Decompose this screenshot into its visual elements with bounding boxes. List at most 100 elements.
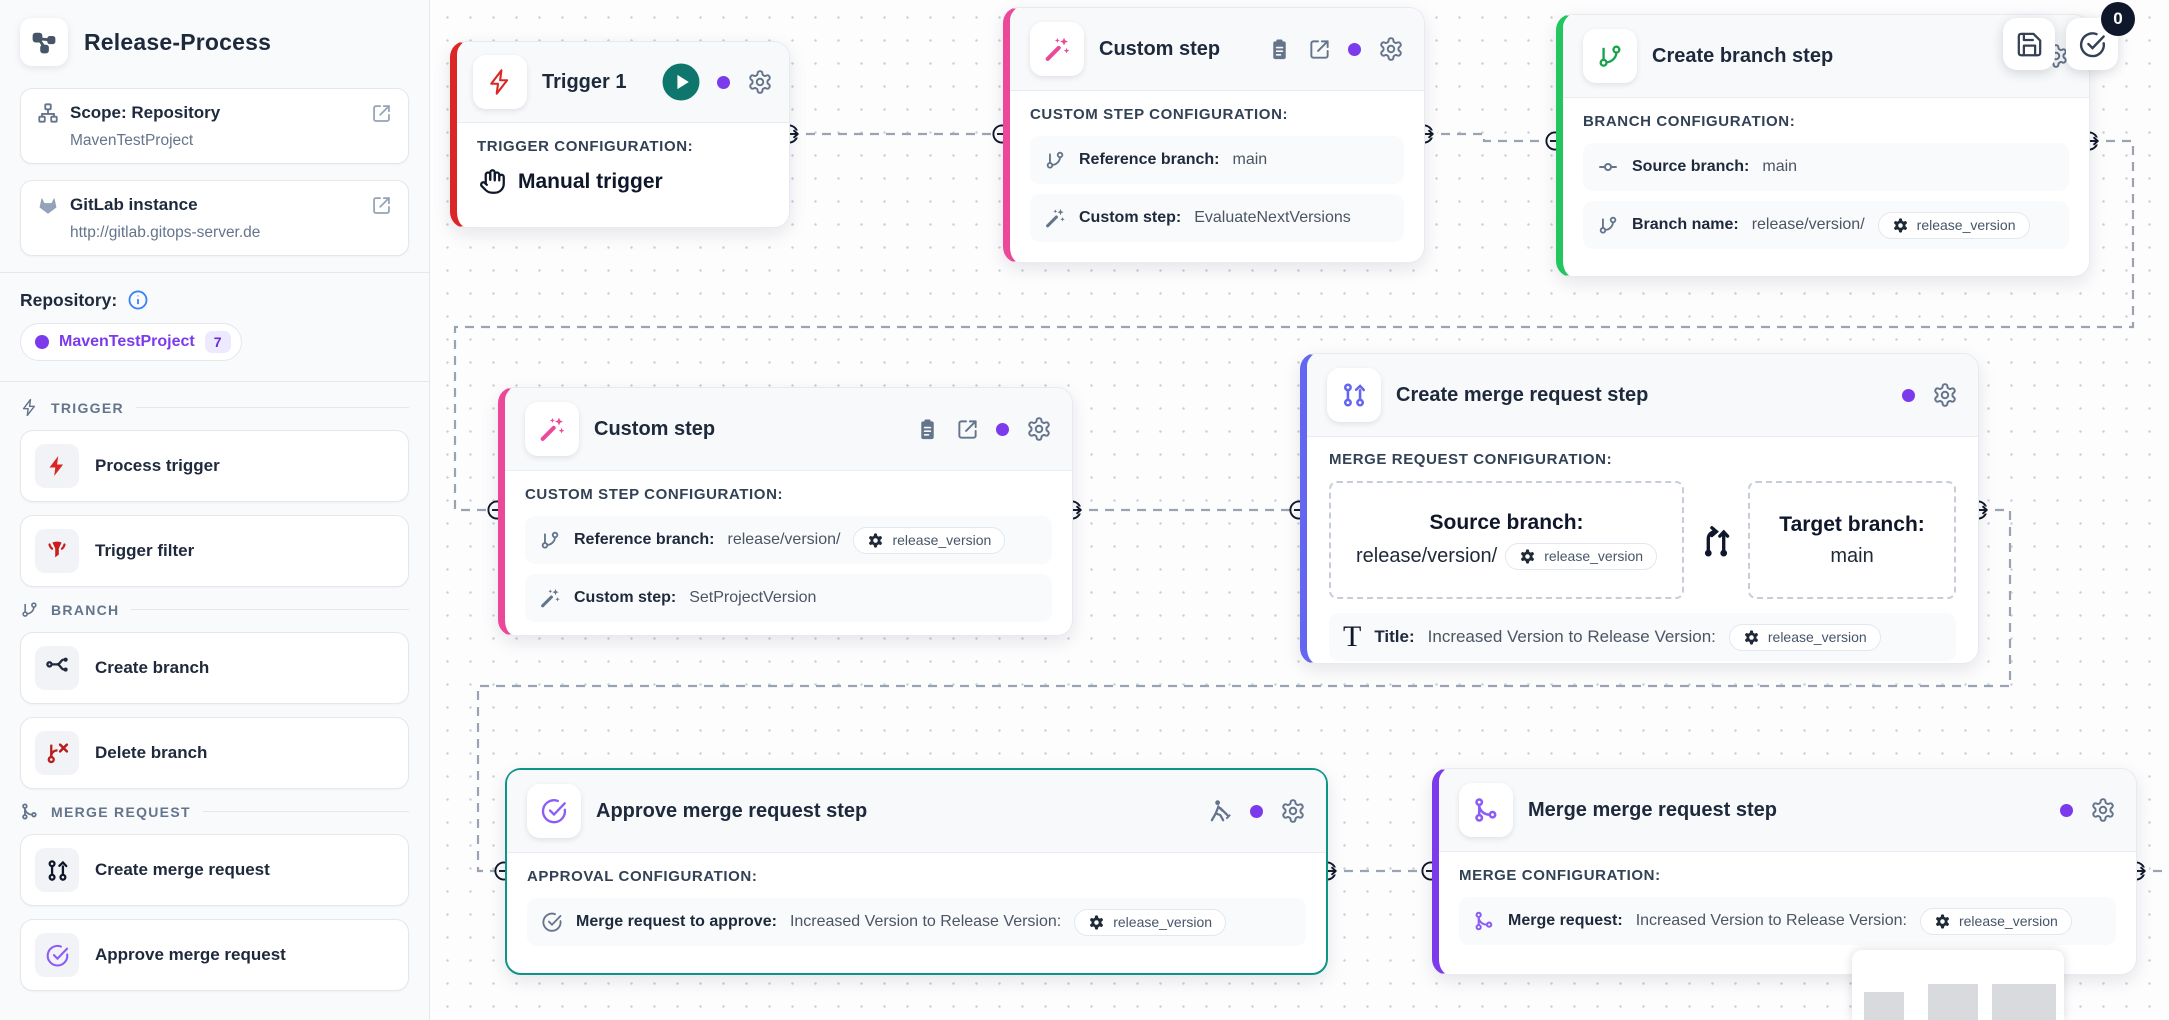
node-create-branch-step[interactable]: Create branch step BRANCH CONFIGURATION:… [1556, 14, 2090, 277]
section-line [131, 609, 409, 610]
minimap-node [1992, 984, 2056, 1020]
node-title: Merge merge request step [1528, 798, 1777, 821]
process-logo [20, 18, 68, 66]
row-value: release/version/ [727, 531, 841, 548]
source-branch-box: Source branch: release/version/ release_… [1329, 481, 1685, 599]
page-title: Release-Process [84, 28, 272, 55]
variable-chip-label: release_version [1916, 217, 2016, 233]
node-merge-merge-request-step[interactable]: Merge merge request step MERGE CONFIGURA… [1432, 768, 2137, 975]
section-label: TRIGGER [51, 399, 124, 416]
workflow-icon [31, 29, 57, 55]
node-custom-step-2[interactable]: Custom step CUSTOM STEP CONFIGURATION: R… [498, 387, 1073, 636]
zap-icon [486, 68, 514, 96]
row-label: Merge request to approve: [576, 913, 777, 930]
section-trigger: TRIGGER [20, 398, 409, 417]
sidebar-item-create-merge-request[interactable]: Create merge request [20, 834, 409, 906]
node-custom-step-1[interactable]: Custom step CUSTOM STEP CONFIGURATION: R… [1003, 7, 1425, 263]
row-value: Increased Version to Release Version: [789, 913, 1062, 930]
config-section-label: TRIGGER CONFIGURATION: [477, 138, 694, 155]
config-row-branch-name: Branch name: release/version/ release_ve… [1583, 201, 2069, 249]
sidebar-item-delete-branch[interactable]: Delete branch [20, 717, 409, 789]
logs-icon[interactable] [1268, 38, 1291, 61]
sidebar-item-process-trigger[interactable]: Process trigger [20, 430, 409, 502]
node-create-merge-request-step[interactable]: Create merge request step MERGE REQUEST … [1300, 353, 1979, 664]
edges-layer [453, 132, 2169, 873]
minimap-node [1864, 992, 1904, 1020]
row-label: Reference branch: [574, 531, 715, 548]
sidebar-item-trigger-filter[interactable]: Trigger filter [20, 515, 409, 587]
run-trigger-button[interactable] [662, 63, 700, 101]
divider [0, 381, 429, 382]
section-label: MERGE REQUEST [51, 803, 191, 820]
target-branch-box: Target branch: main [1748, 481, 1956, 599]
wand-icon [1043, 35, 1071, 63]
gear-icon[interactable] [1026, 416, 1052, 442]
gitlab-icon [37, 194, 59, 216]
create-branch-icon-card [1583, 29, 1637, 83]
gear-icon[interactable] [1378, 36, 1404, 62]
check-circle-icon [541, 911, 563, 933]
branch-icon [539, 529, 561, 551]
config-row-merge-request-to-approve: Merge request to approve: Increased Vers… [527, 898, 1306, 946]
gear-icon[interactable] [2090, 797, 2116, 823]
source-branch-label: Source branch: [1429, 510, 1584, 534]
filter-icon [35, 529, 79, 573]
config-row-reference-branch: Reference branch: main [1030, 136, 1404, 184]
sidebar-item-approve-merge-request[interactable]: Approve merge request [20, 919, 409, 991]
gitlab-card-value: http://gitlab.gitops-server.de [70, 224, 261, 241]
divider [0, 272, 429, 273]
node-title: Approve merge request step [596, 799, 868, 822]
workflow-canvas[interactable]: Trigger 1 TRIGGER CONFIGURATION: Manual … [430, 0, 2169, 1020]
hand-icon [479, 168, 506, 195]
sidebar-item-label: Approve merge request [95, 945, 286, 964]
gear-icon[interactable] [1932, 382, 1958, 408]
sidebar-item-label: Delete branch [95, 743, 208, 762]
external-link-icon[interactable] [1308, 38, 1331, 61]
row-label: Custom step: [1079, 209, 1182, 226]
sidebar-item-create-branch[interactable]: Create branch [20, 632, 409, 704]
external-link-icon[interactable] [371, 195, 392, 216]
status-dot [996, 422, 1009, 436]
node-trigger-1[interactable]: Trigger 1 TRIGGER CONFIGURATION: Manual … [450, 41, 790, 228]
config-row-custom-step: Custom step: EvaluateNextVersions [1030, 194, 1404, 242]
info-icon[interactable] [127, 289, 149, 311]
gear-icon [1088, 914, 1105, 931]
commit-icon [1597, 156, 1619, 178]
sidebar-header: Release-Process [20, 18, 409, 66]
variable-chip: release_version [1505, 542, 1658, 570]
merge-icon [1472, 796, 1500, 824]
external-link-icon[interactable] [956, 418, 979, 441]
check-circle-icon [540, 797, 568, 825]
node-title: Create merge request step [1396, 383, 1649, 406]
edge-create-branch-to-custom2 [453, 139, 2135, 512]
gear-icon [1892, 217, 1909, 234]
merge-icon [1473, 910, 1495, 932]
section-line [135, 407, 409, 408]
status-dot [2060, 803, 2073, 817]
logs-icon[interactable] [916, 418, 939, 441]
zap-icon [20, 398, 39, 417]
validate-button[interactable]: 0 [2066, 2, 2135, 70]
node-approve-merge-request-step[interactable]: Approve merge request step APPROVAL CONF… [505, 768, 1328, 975]
variable-chip: release_version [1919, 907, 2072, 935]
external-link-icon[interactable] [371, 103, 392, 124]
wand-icon [538, 415, 566, 443]
minimap[interactable] [1852, 950, 2064, 1020]
row-value: Increased Version to Release Version: [1427, 627, 1716, 646]
config-row-merge-request: Merge request: Increased Version to Rele… [1459, 897, 2116, 945]
save-button[interactable] [2003, 18, 2055, 70]
branch-icon [1596, 42, 1624, 70]
target-branch-value: main [1830, 544, 1874, 567]
variable-chip-label: release_version [1544, 548, 1644, 564]
config-section-label: CUSTOM STEP CONFIGURATION: [1030, 106, 1289, 123]
row-value: SetProjectVersion [689, 589, 817, 606]
scope-card: Scope: Repository MavenTestProject [20, 88, 409, 164]
config-section-label: BRANCH CONFIGURATION: [1583, 113, 1796, 130]
gear-icon[interactable] [747, 69, 773, 95]
gear-icon[interactable] [1280, 798, 1306, 824]
config-row-reference-branch: Reference branch: release/version/ relea… [525, 516, 1052, 564]
delete-branch-icon [35, 731, 79, 775]
row-label: Reference branch: [1079, 151, 1220, 168]
config-section-label: CUSTOM STEP CONFIGURATION: [525, 486, 784, 503]
repository-pill[interactable]: MavenTestProject 7 [20, 323, 242, 361]
